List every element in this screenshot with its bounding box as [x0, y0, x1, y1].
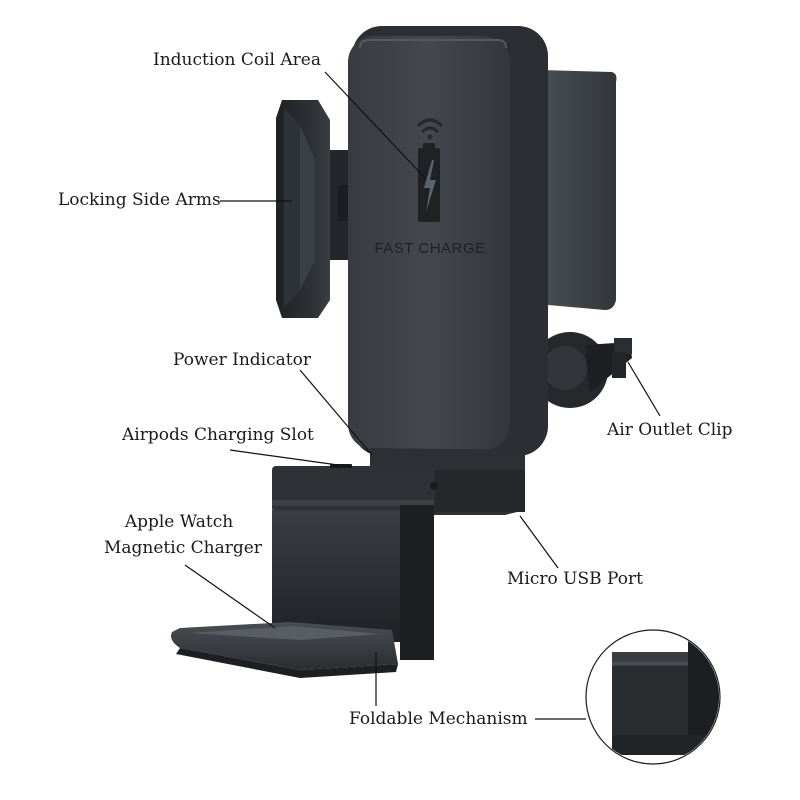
label-micro-usb-port: Micro USB Port — [507, 569, 643, 589]
leader-watch-charger — [184, 564, 276, 629]
leader-micro-usb — [519, 515, 559, 569]
label-apple-watch-line2: Magnetic Charger — [104, 538, 262, 558]
label-airpods-charging-slot: Airpods Charging Slot — [122, 425, 314, 445]
air-outlet-clip-part — [532, 332, 632, 408]
lower-base — [272, 448, 525, 660]
leader-lines — [184, 71, 661, 720]
watch-tray — [171, 622, 398, 678]
label-locking-side-arms: Locking Side Arms — [58, 190, 221, 210]
charging-pad-body: FAST CHARGE — [348, 26, 548, 456]
leader-air-outlet — [627, 361, 661, 417]
label-power-indicator: Power Indicator — [173, 350, 311, 370]
label-air-outlet-clip: Air Outlet Clip — [607, 420, 733, 440]
left-locking-arm — [276, 100, 360, 318]
folded-view-inset — [585, 629, 721, 765]
leader-induction-coil — [324, 71, 426, 179]
leader-power-indicator — [299, 369, 373, 456]
leader-airpods-slot — [229, 449, 339, 466]
label-foldable-mechanism: Foldable Mechanism — [349, 709, 528, 729]
label-apple-watch-line1: Apple Watch — [124, 512, 234, 532]
label-induction-coil-area: Induction Coil Area — [153, 50, 321, 70]
fast-charge-badge: FAST CHARGE — [374, 240, 485, 257]
